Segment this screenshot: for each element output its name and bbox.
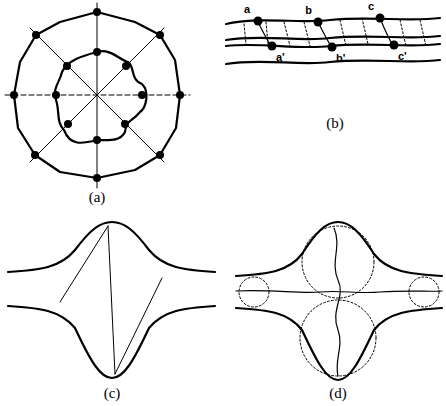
- subfigure-label: (b): [326, 116, 344, 131]
- subfigure-label: (c): [104, 386, 121, 401]
- point-label: a': [276, 52, 285, 63]
- figure-d: [236, 222, 442, 380]
- figure-a: [5, 3, 190, 188]
- point-label: b': [336, 53, 345, 64]
- point-label: b: [305, 5, 312, 16]
- figure-b: [226, 14, 440, 65]
- subfigure-label: (d): [329, 386, 347, 401]
- point-label: a: [244, 4, 250, 15]
- figure-c: [8, 222, 215, 378]
- subfigure-label: (a): [89, 190, 106, 205]
- point-label: c': [398, 51, 407, 62]
- point-label: c: [368, 1, 374, 12]
